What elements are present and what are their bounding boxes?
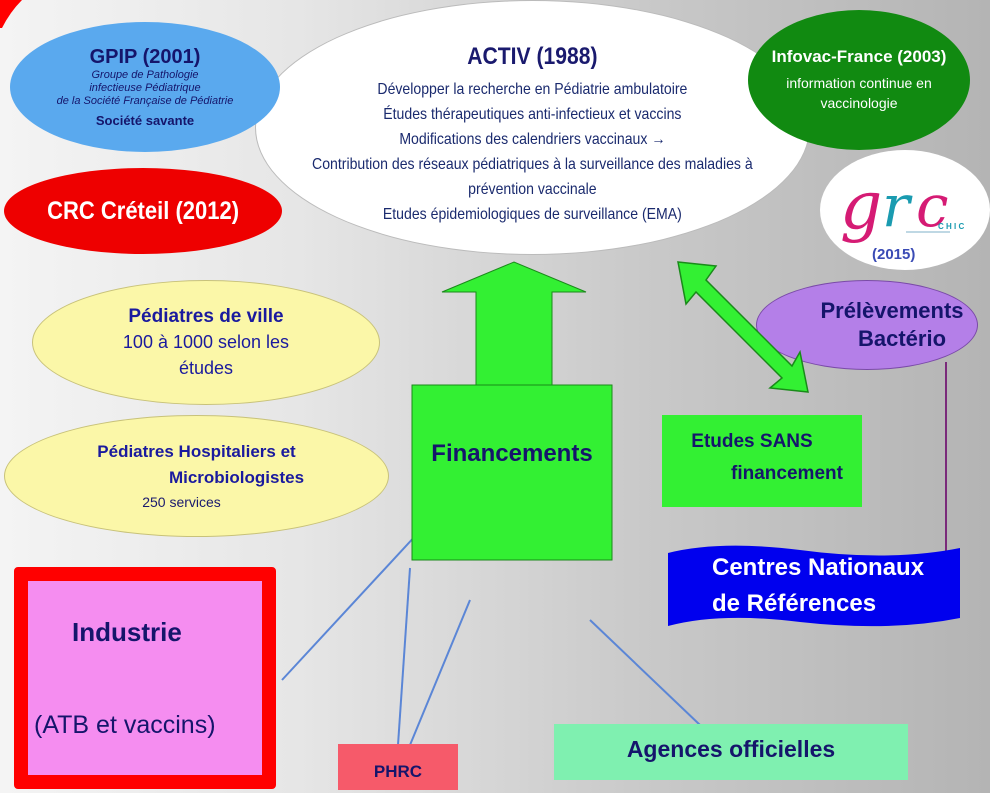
prelevements-line: Bactério <box>857 326 947 351</box>
grc-logo-icon: g r c <box>840 167 950 244</box>
etudes-sans-line: financement <box>731 463 843 484</box>
infovac-line: vaccinologie <box>820 95 898 111</box>
activ-line: Etudes épidemiologiques de surveillance … <box>383 205 682 223</box>
ped-hosp-ellipse: Pédiatres Hospitaliers et Microbiologist… <box>4 415 389 537</box>
gpip-tag: Société savante <box>95 113 195 128</box>
phrc-box: PHRC <box>338 744 458 790</box>
svg-text:r: r <box>882 172 913 240</box>
gpip-sub: de la Société Française de Pédiatrie <box>56 95 234 107</box>
line-phrc <box>397 567 411 746</box>
infovac-ellipse: Infovac-France (2003) information contin… <box>748 10 970 150</box>
ped-ville-line: études <box>178 357 234 378</box>
line-agences <box>589 619 701 726</box>
activ-line: Contribution des réseaux pédiatriques à … <box>312 155 753 173</box>
activ-line: prévention vaccinale <box>468 180 597 198</box>
crc-ellipse: CRC Créteil (2012) <box>4 168 282 254</box>
agences-label: Agences officielles <box>626 736 836 762</box>
line-phrc-2 <box>409 599 471 746</box>
phrc-label: PHRC <box>373 762 423 781</box>
infovac-title: Infovac-France (2003) <box>771 47 947 66</box>
ped-ville-ellipse: Pédiatres de ville 100 à 1000 selon les … <box>32 280 380 405</box>
etudes-sans-line: Etudes SANS <box>691 431 813 452</box>
grc-year: (2015) <box>872 246 916 263</box>
ped-hosp-title: Microbiologistes <box>168 468 305 487</box>
prelevements-line: Prélèvements <box>820 298 964 323</box>
agences-box: Agences officielles <box>554 724 908 780</box>
crc-label: CRC Créteil (2012) <box>47 196 239 225</box>
prelevements-ellipse: Prélèvements Bactério <box>756 280 978 370</box>
ped-ville-title: Pédiatres de ville <box>128 305 284 327</box>
industrie-sub: (ATB et vaccins) <box>34 711 216 739</box>
activ-line: Développer la recherche en Pédiatrie amb… <box>377 80 688 98</box>
line-industrie <box>281 519 431 681</box>
infovac-line: information continue en <box>786 75 932 91</box>
ped-ville-line: 100 à 1000 selon les <box>122 331 290 352</box>
activ-title: ACTIV (1988) <box>467 42 598 70</box>
ped-hosp-title: Pédiatres Hospitaliers et <box>97 442 296 461</box>
gpip-sub: Groupe de Pathologie <box>91 69 199 81</box>
financements-label: Financements <box>431 440 593 467</box>
industrie-box: Industrie (ATB et vaccins) <box>14 567 276 789</box>
grc-small: C H I C <box>938 222 965 231</box>
industrie-title: Industrie <box>72 617 182 647</box>
cnr-line: Centres Nationaux <box>712 554 925 581</box>
activ-ellipse: ACTIV (1988) Développer la recherche en … <box>255 0 810 255</box>
gpip-sub: infectieuse Pédiatrique <box>89 82 201 94</box>
activ-line: Études thérapeutiques anti-infectieux et… <box>383 105 682 123</box>
etudes-sans-box: Etudes SANS financement <box>662 415 862 507</box>
grc-logo-badge: g r c C H I C (2015) <box>820 150 990 270</box>
activ-line: Modifications des calendriers vaccinaux … <box>399 130 666 148</box>
svg-text:g: g <box>840 167 882 244</box>
gpip-title: GPIP (2001) <box>89 46 201 68</box>
ped-hosp-sub: 250 services <box>142 494 221 510</box>
svg-text:c: c <box>916 172 948 240</box>
cnr-line: de Références <box>712 590 877 617</box>
gpip-ellipse: GPIP (2001) Groupe de Pathologie infecti… <box>10 22 280 152</box>
